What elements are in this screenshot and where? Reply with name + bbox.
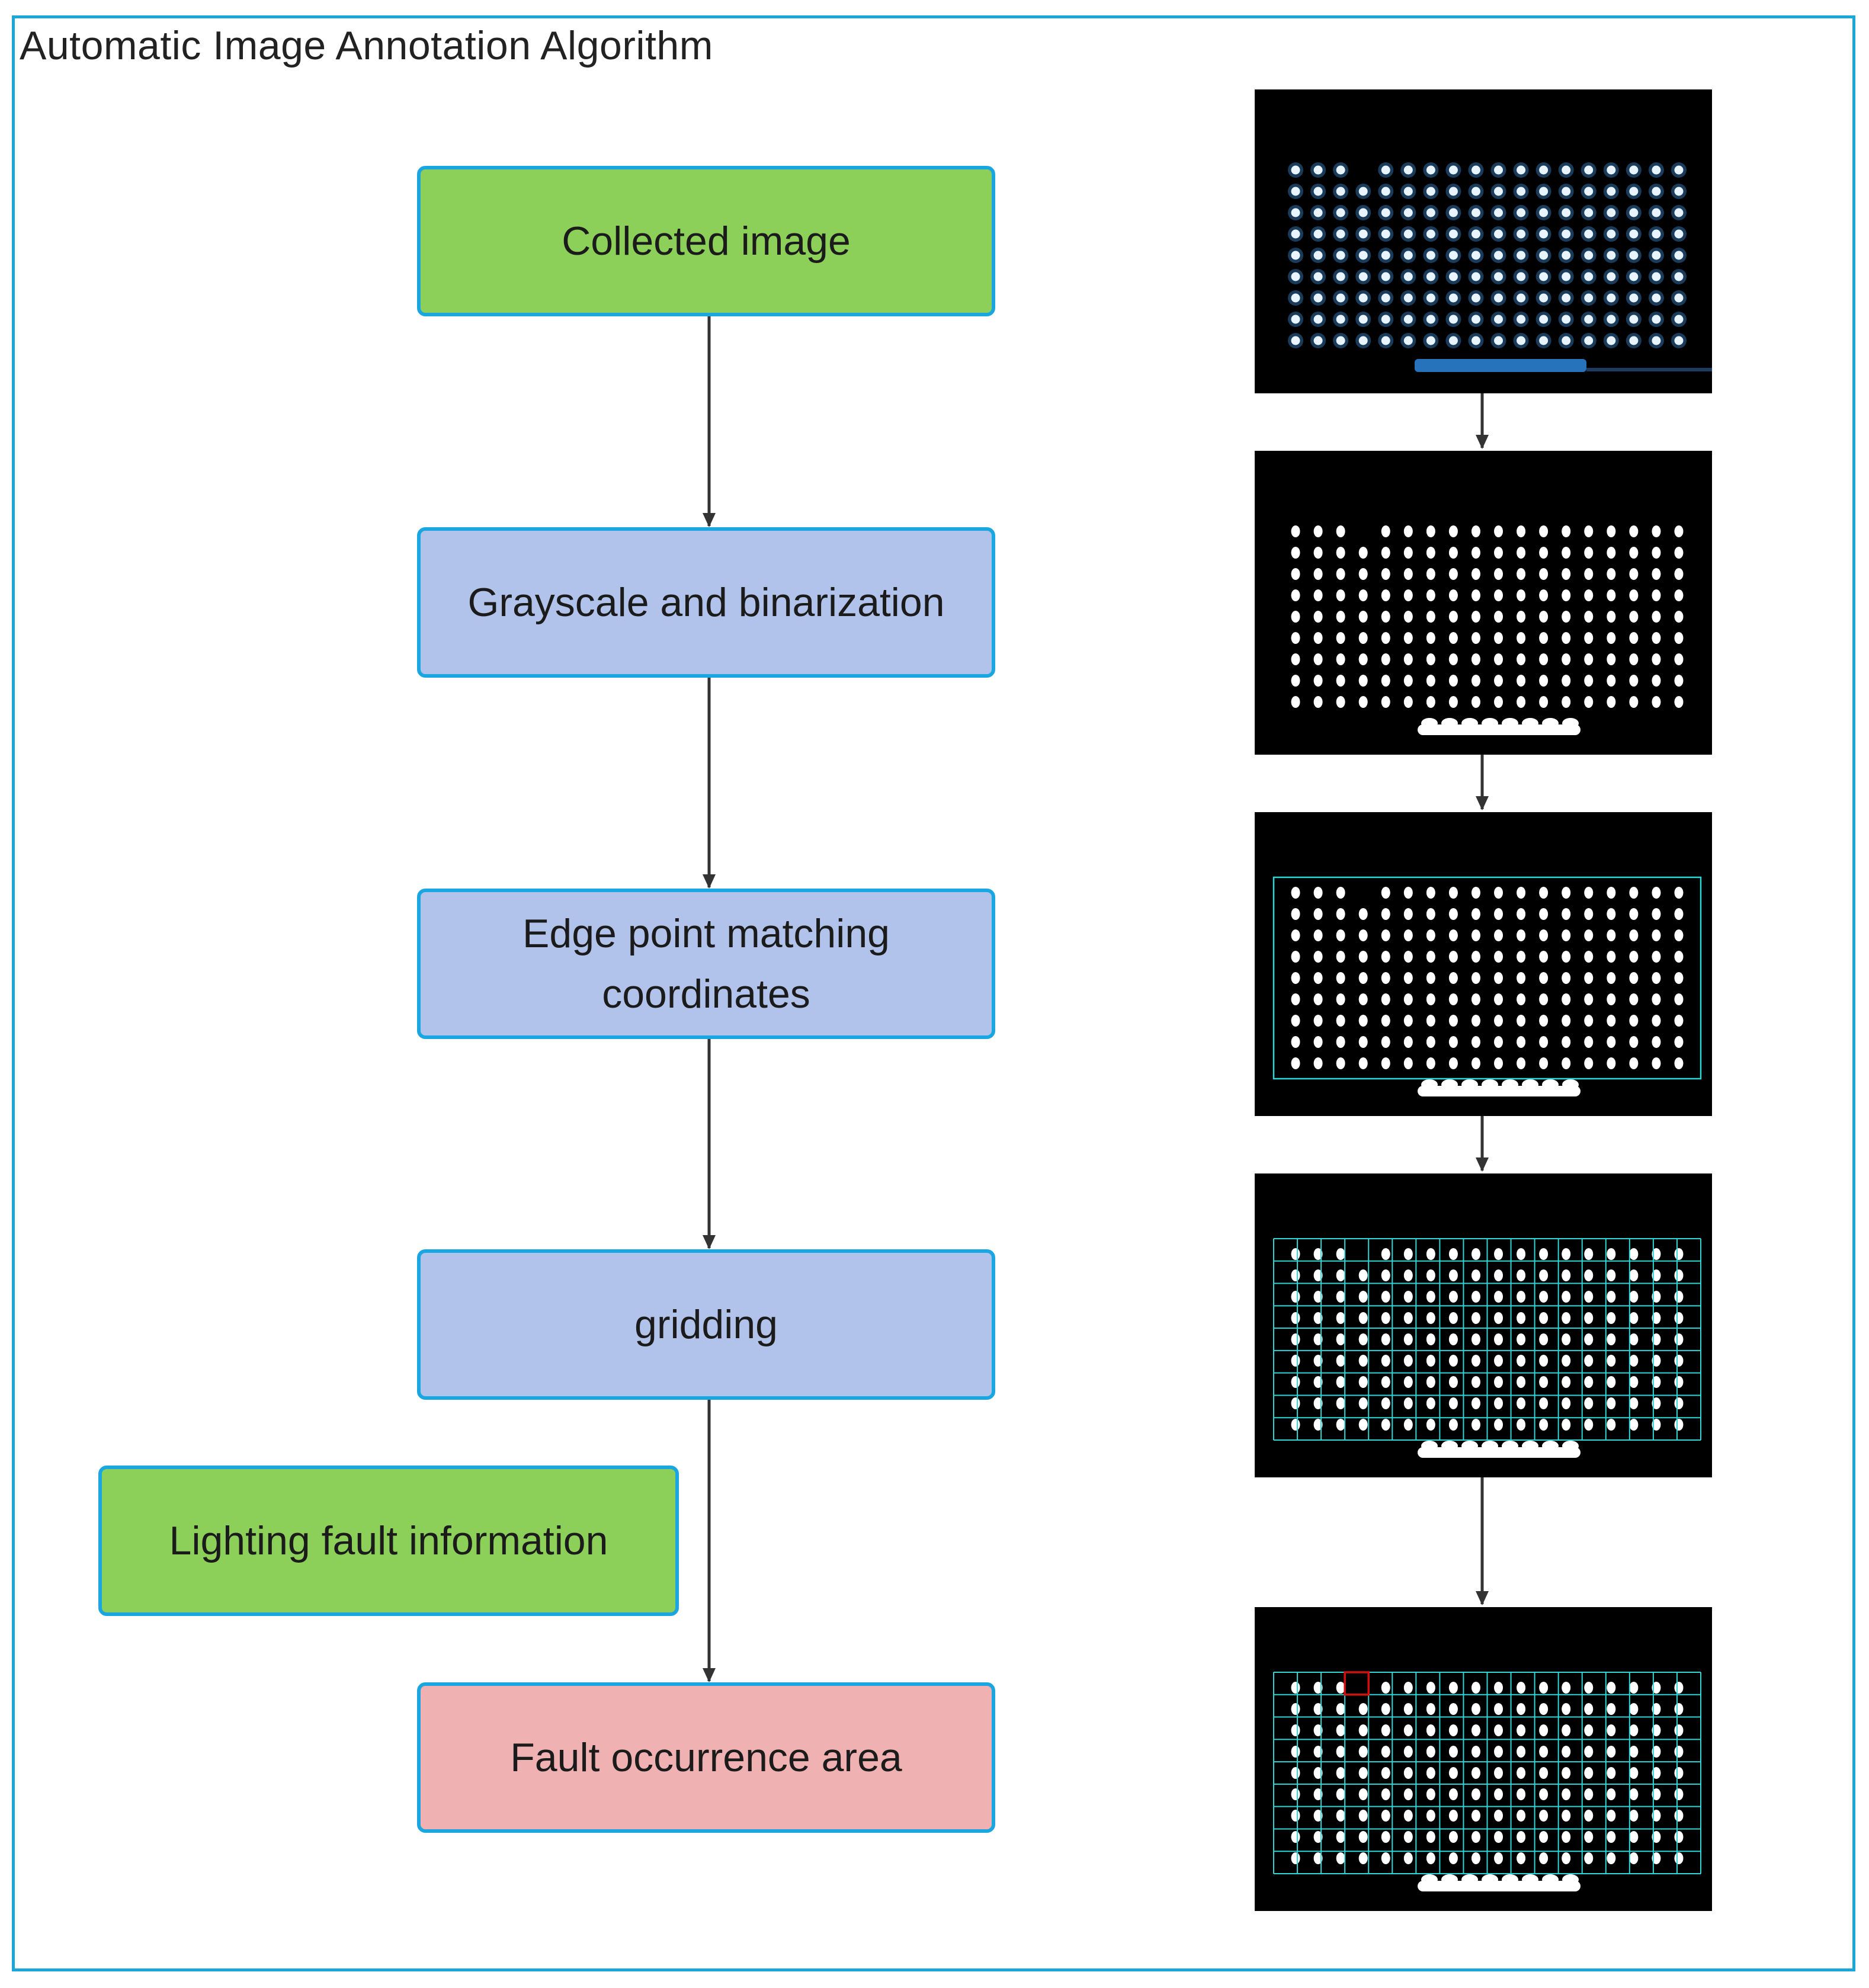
diagram-title: Automatic Image Annotation Algorithm xyxy=(20,23,713,68)
binary-base xyxy=(1418,718,1581,735)
lighting-fault-info-label: Lighting fault information xyxy=(169,1518,608,1563)
grid-lines xyxy=(1273,1238,1701,1441)
grayscale-binarization-label: Grayscale and binarization xyxy=(467,580,945,625)
lighting-fault-info-box: Lighting fault information xyxy=(98,1466,679,1616)
grayscale-binarization-box: Grayscale and binarization xyxy=(417,527,995,678)
collected-image-box: Collected image xyxy=(417,166,995,316)
edge-point-matching-label: Edge point matching coordinates xyxy=(522,911,890,1017)
fault-occurrence-area-box: Fault occurrence area xyxy=(417,1682,995,1833)
binary-base xyxy=(1418,1079,1581,1096)
fault-occurrence-area-label: Fault occurrence area xyxy=(510,1735,902,1780)
edge-point-matching-box: Edge point matching coordinates xyxy=(417,889,995,1039)
binary-base xyxy=(1418,1441,1581,1458)
fault-cell-highlight xyxy=(1344,1671,1370,1696)
collected-image-label: Collected image xyxy=(562,219,851,264)
gridding-box: gridding xyxy=(417,1249,995,1400)
binarized-image xyxy=(1255,451,1712,755)
binary-dots xyxy=(1291,1248,1684,1431)
collected-led-image xyxy=(1255,89,1712,393)
led-base xyxy=(1415,359,1586,372)
edge-matched-image xyxy=(1255,812,1712,1116)
diagram-frame xyxy=(12,15,1855,1971)
binary-dots xyxy=(1291,887,1684,1069)
led-dots xyxy=(1288,162,1687,348)
grid-lines xyxy=(1273,1672,1701,1874)
gridding-label: gridding xyxy=(634,1302,778,1347)
edge-boundary xyxy=(1272,876,1702,1080)
binary-base xyxy=(1418,1874,1581,1891)
gridded-image xyxy=(1255,1173,1712,1477)
led-base-shadow xyxy=(1586,368,1712,371)
fault-area-image xyxy=(1255,1607,1712,1911)
binary-dots xyxy=(1291,525,1684,708)
